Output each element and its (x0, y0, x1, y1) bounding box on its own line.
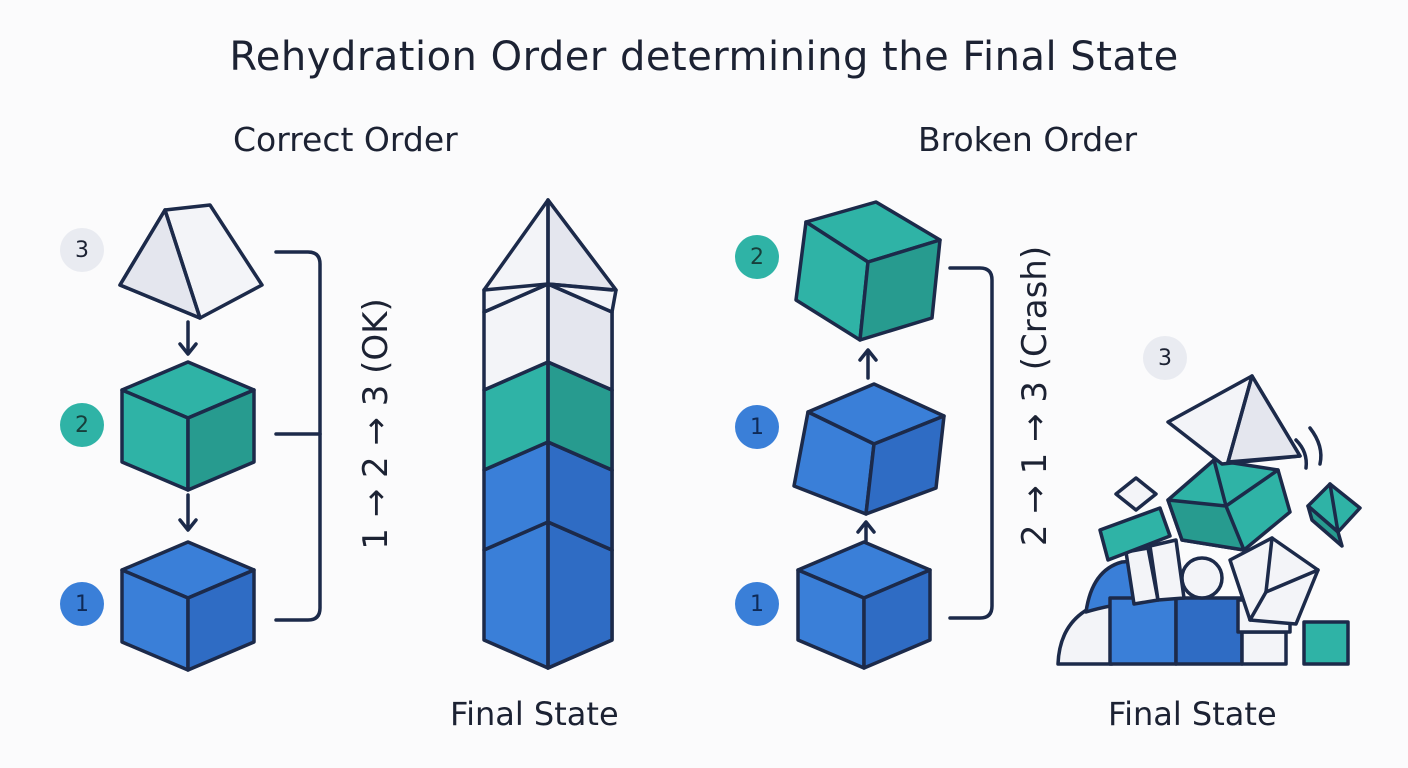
broken-badge-2: 2 (735, 235, 779, 279)
correct-arrow-2-1 (178, 493, 198, 532)
broken-order-bracket (948, 266, 994, 620)
correct-badge-3: 3 (60, 228, 104, 272)
broken-cube-piece-1-upper (792, 382, 946, 516)
correct-arrow-3-2 (178, 320, 198, 356)
correct-sequence-label: 1 → 2 → 3 (OK) (356, 298, 396, 550)
broken-badge-3: 3 (1143, 336, 1187, 380)
correct-final-tower (482, 198, 618, 670)
broken-sequence-label: 2 → 1 → 3 (Crash) (1015, 245, 1055, 547)
broken-cube-piece-2 (794, 200, 942, 342)
correct-badge-2: 2 (60, 403, 104, 447)
broken-final-state-label: Final State (1108, 695, 1277, 733)
broken-arrow-up-1 (858, 348, 878, 380)
correct-order-bracket (274, 250, 322, 622)
diagram-title: Rehydration Order determining the Final … (229, 34, 1179, 80)
correct-cube-piece-1 (120, 540, 256, 672)
correct-badge-1: 1 (60, 582, 104, 626)
correct-pyramid-piece-3 (118, 203, 264, 320)
broken-arrow-up-2 (856, 520, 876, 546)
correct-final-state-label: Final State (450, 695, 619, 733)
correct-cube-piece-2 (120, 360, 256, 492)
broken-final-pile (1056, 374, 1362, 666)
correct-order-heading: Correct Order (233, 120, 458, 159)
broken-badge-1-upper: 1 (735, 405, 779, 449)
broken-order-heading: Broken Order (918, 120, 1138, 159)
broken-badge-1-lower: 1 (735, 582, 779, 626)
broken-cube-piece-1-lower (796, 540, 932, 670)
